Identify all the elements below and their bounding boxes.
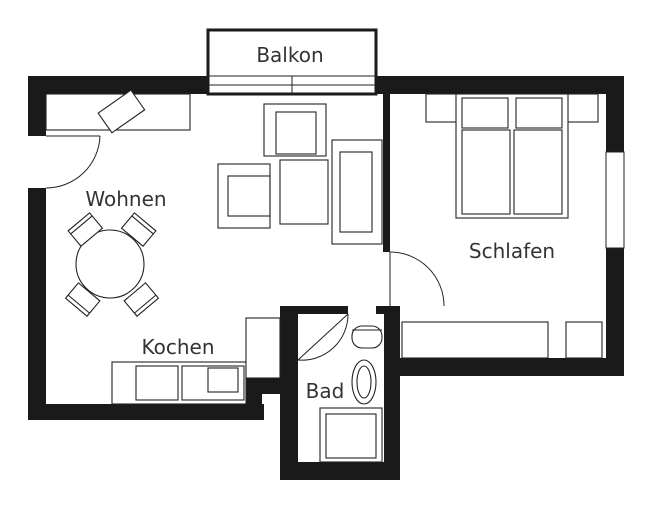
dining-chair bbox=[67, 212, 104, 247]
room-label-kitchen: Kochen bbox=[141, 335, 214, 359]
wardrobe bbox=[401, 321, 603, 359]
walls bbox=[28, 76, 624, 480]
bathroom-door bbox=[297, 313, 349, 361]
armchair-top bbox=[263, 103, 327, 157]
wall-bath-left bbox=[280, 306, 298, 480]
bath-sink bbox=[351, 359, 377, 405]
wall-niche-horizontal bbox=[246, 378, 282, 394]
wall-bath-top-right bbox=[376, 306, 400, 314]
dining-chair bbox=[64, 282, 101, 317]
kitchen-counter bbox=[111, 361, 247, 405]
wall-bath-right bbox=[384, 306, 400, 480]
room-label-bathroom: Bad bbox=[306, 379, 345, 403]
room-label-living: Wohnen bbox=[85, 187, 166, 211]
coffee-table bbox=[279, 159, 329, 225]
wall-right-upper bbox=[606, 76, 624, 152]
sofa bbox=[331, 139, 383, 245]
room-label-bedroom: Schlafen bbox=[469, 239, 555, 263]
entrance-door bbox=[45, 135, 101, 189]
wall-bottom-living bbox=[28, 404, 264, 420]
wall-left-upper bbox=[28, 76, 46, 136]
dining-chair bbox=[123, 282, 160, 317]
toilet bbox=[351, 325, 383, 349]
wall-bedroom-bottom bbox=[400, 358, 624, 376]
armchair-left bbox=[217, 163, 271, 229]
dining-chair bbox=[120, 212, 157, 247]
room-label-balcony: Balkon bbox=[256, 43, 323, 67]
wall-bath-bottom bbox=[280, 462, 400, 480]
kitchen-fridge bbox=[245, 317, 281, 379]
wall-bath-top-left bbox=[280, 306, 348, 314]
wall-left-lower bbox=[28, 188, 46, 420]
window-right bbox=[605, 151, 625, 249]
wall-right-lower bbox=[606, 248, 624, 376]
wall-top-living-left bbox=[28, 76, 208, 94]
bed bbox=[425, 93, 599, 219]
wall-top-middle bbox=[376, 76, 606, 94]
balcony bbox=[206, 28, 378, 96]
bedroom-door bbox=[389, 251, 445, 307]
wall-partition-vertical bbox=[383, 94, 390, 252]
dining-set bbox=[64, 212, 160, 317]
shower-tray bbox=[319, 407, 383, 463]
shelf-unit bbox=[45, 89, 191, 134]
